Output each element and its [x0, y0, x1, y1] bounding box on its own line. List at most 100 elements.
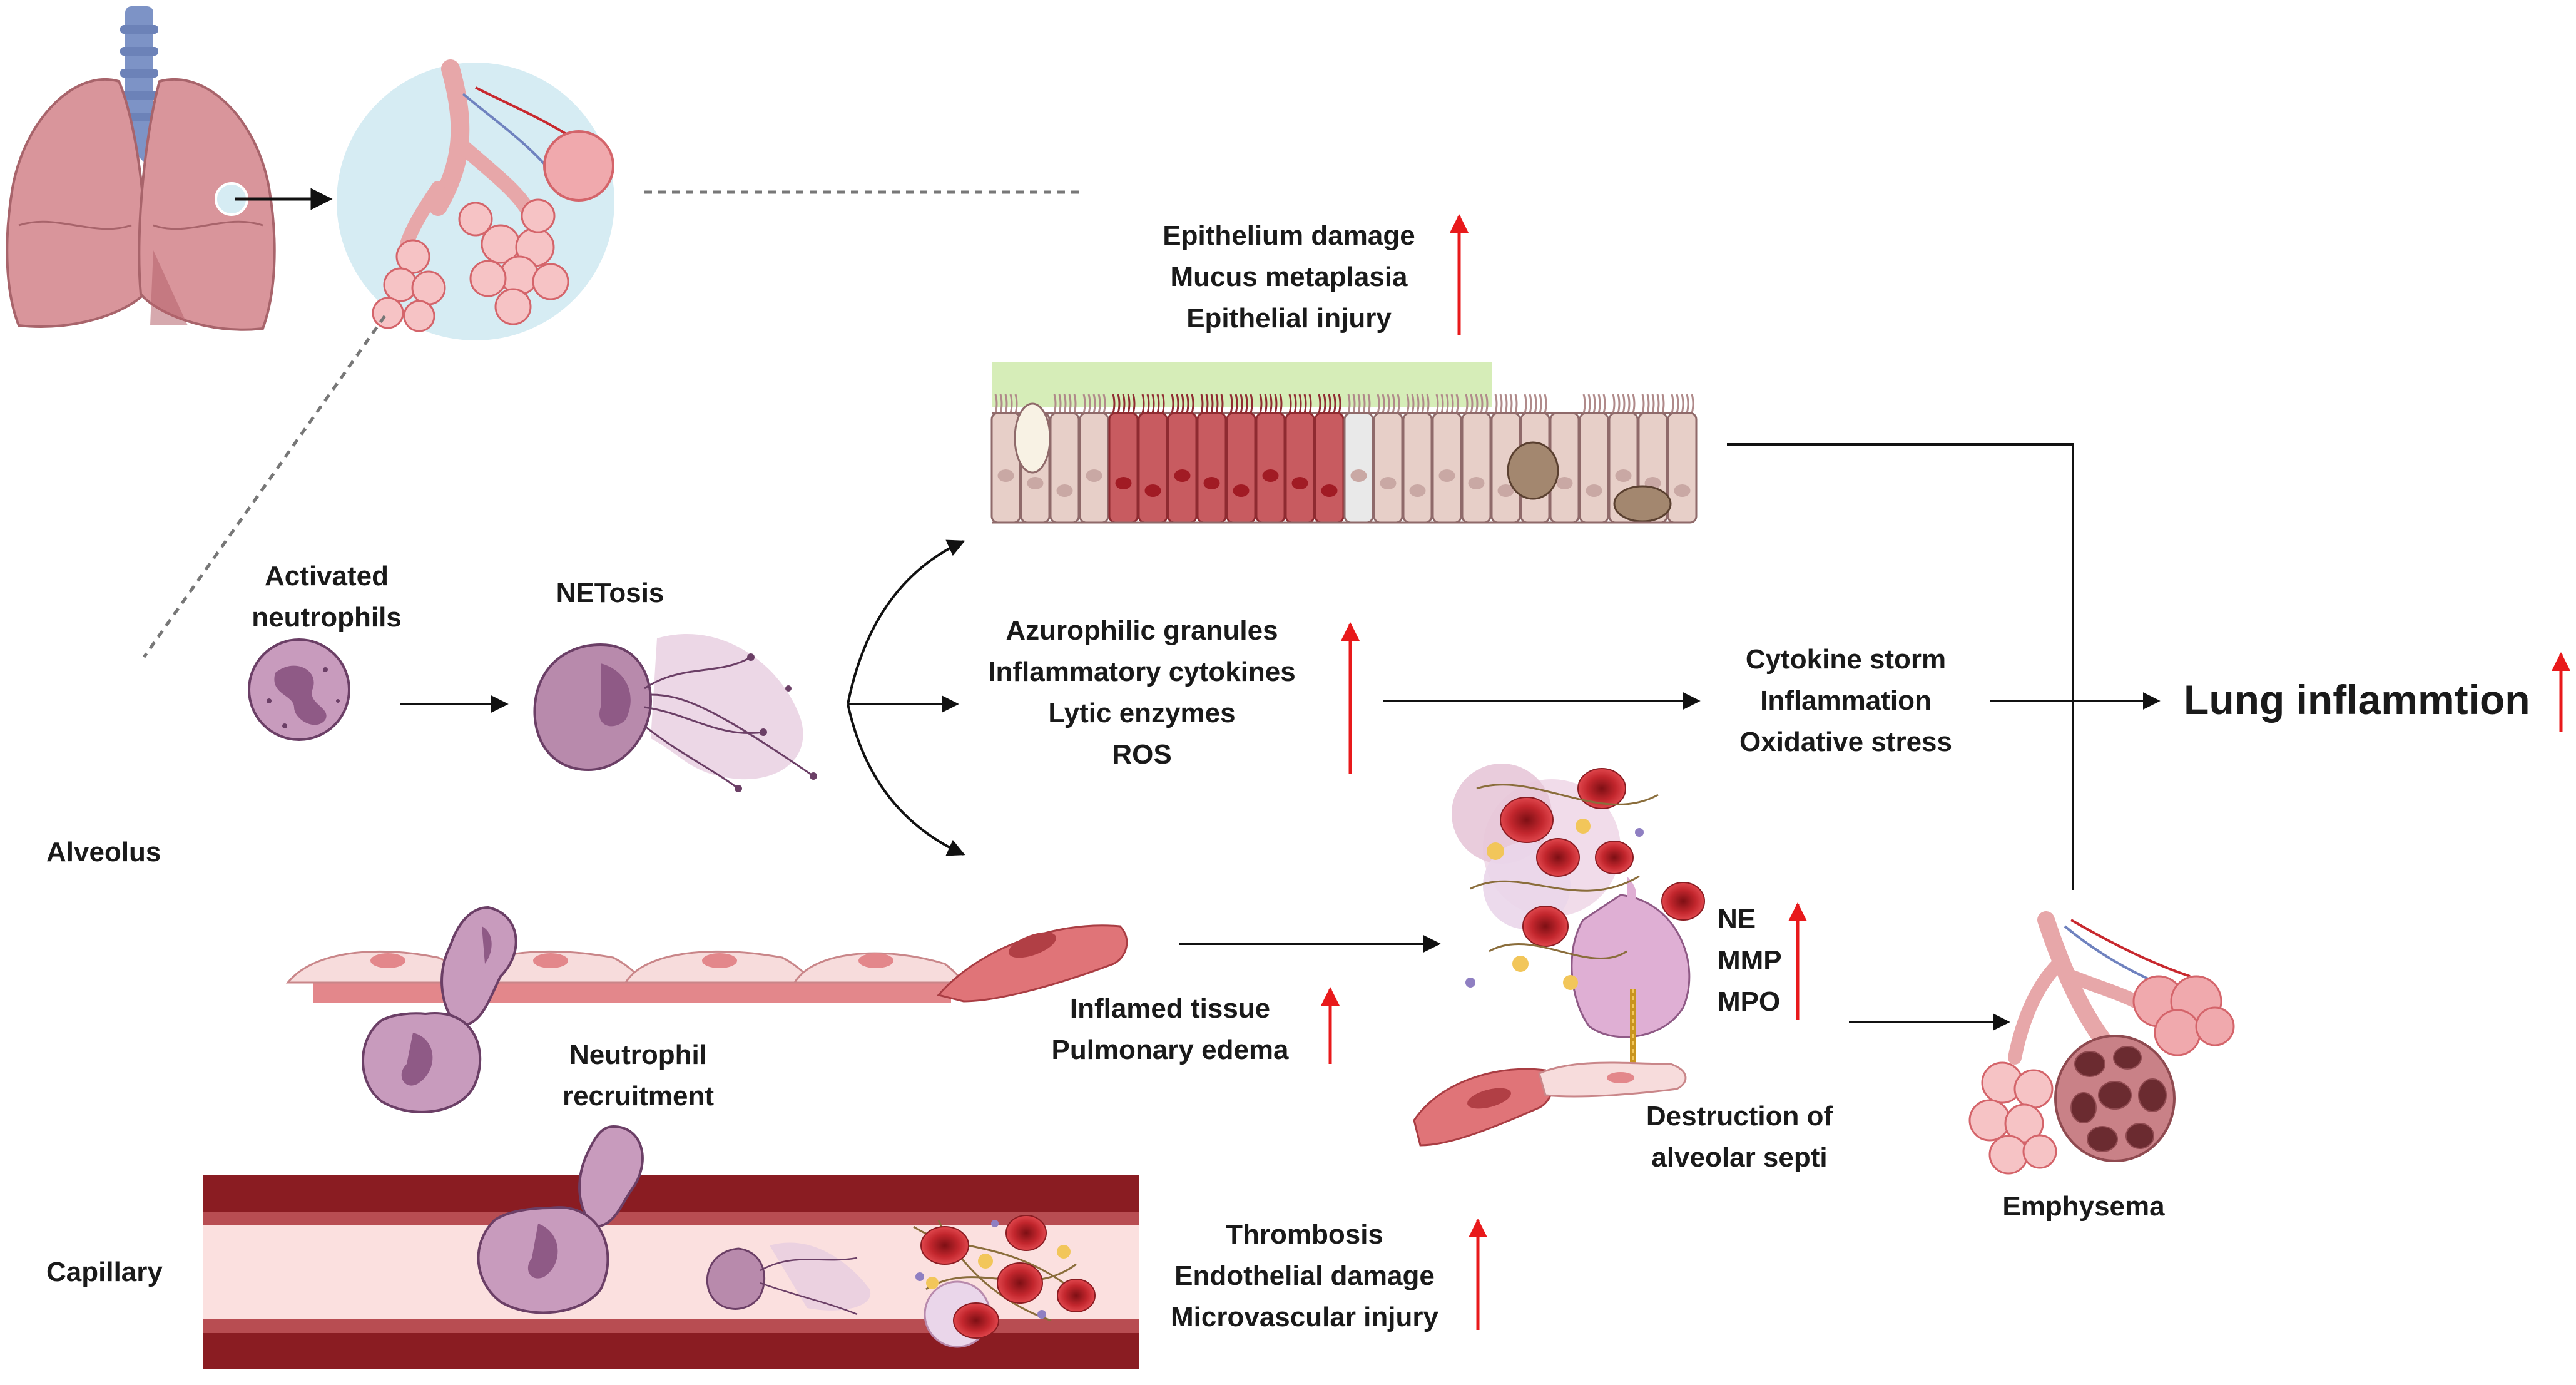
cilium [1259, 394, 1263, 414]
cilium [1333, 394, 1336, 414]
cilium [1426, 394, 1430, 414]
epithelial-cell [1255, 412, 1286, 524]
epithelial-cell [1079, 412, 1109, 524]
cilium [1132, 394, 1136, 414]
neutrophil-products-label: Azurophilic granules Inflammatory cytoki… [988, 615, 1296, 770]
cilium [1529, 394, 1532, 414]
cilium [1156, 394, 1160, 414]
cell-nucleus [1027, 477, 1044, 489]
cell-nucleus [1468, 477, 1485, 489]
epithelial-cell [1049, 412, 1080, 524]
cilium [1161, 394, 1165, 414]
endothelium-icon [285, 906, 1128, 1113]
thrombosis-label: Thrombosis Endothelial damage Microvascu… [1171, 1219, 1438, 1332]
cilium [1210, 394, 1214, 414]
emphysema-label: Emphysema [2002, 1191, 2165, 1222]
cilium [1014, 394, 1018, 414]
cilium [1641, 394, 1645, 414]
cilium [1229, 394, 1233, 414]
cilium [1587, 394, 1591, 414]
cilium [1171, 394, 1174, 414]
cilium [1494, 394, 1498, 414]
cilium [1602, 394, 1606, 414]
cilium [1387, 394, 1390, 414]
cilium [1646, 394, 1650, 414]
cilium [1656, 394, 1660, 414]
cilium [1293, 394, 1297, 414]
cell-nucleus [1497, 484, 1514, 497]
cilium [1191, 394, 1194, 414]
clot-icon [1413, 764, 1705, 1147]
capillary-label: Capillary [46, 1257, 163, 1287]
cilium [1392, 394, 1395, 414]
cell-nucleus [1586, 484, 1602, 497]
cell-nucleus [1350, 469, 1367, 482]
cilium [1504, 394, 1508, 414]
cilium [1151, 394, 1155, 414]
cilium [1112, 394, 1116, 414]
cilium [1455, 394, 1459, 414]
cilium [1087, 394, 1091, 414]
cilium [1318, 394, 1321, 414]
cilium [1181, 394, 1184, 414]
cilium [1671, 394, 1674, 414]
epithelial-cell [1667, 412, 1698, 524]
up-arrow-icon [1321, 214, 2570, 1330]
cell-nucleus [1674, 484, 1691, 497]
cilium [1073, 394, 1077, 414]
cilium [1597, 394, 1601, 414]
cilium [1235, 394, 1238, 414]
alveolus-label: Alveolus [46, 837, 161, 867]
cilium [1499, 394, 1503, 414]
cilium [1397, 394, 1400, 414]
cilium [1480, 394, 1484, 414]
cilium [1445, 394, 1449, 414]
cilium [1681, 394, 1684, 414]
neutrophil-recruitment-label: Neutrophil recruitment [562, 1040, 715, 1112]
cilium [1691, 394, 1694, 414]
activated-neutrophils-label: Activated neutrophils [252, 561, 402, 633]
cilium [1514, 394, 1518, 414]
epithelial-cell [1285, 412, 1315, 524]
inflamed-tissue-label: Inflamed tissue Pulmonary edema [1051, 993, 1289, 1065]
cilium [1661, 394, 1665, 414]
cilium [1651, 394, 1655, 414]
epithelial-cell [1138, 412, 1168, 524]
cilium [1367, 394, 1371, 414]
cilium [1362, 394, 1366, 414]
cell-nucleus [997, 469, 1014, 482]
cilium [1465, 394, 1469, 414]
cell-nucleus [1174, 469, 1191, 482]
cell-nucleus [1438, 469, 1455, 482]
cell-nucleus [1115, 477, 1132, 489]
cilium [1485, 394, 1489, 414]
cilium [1323, 394, 1326, 414]
cilium [1215, 394, 1219, 414]
net-icon [533, 633, 817, 792]
cell-nucleus [1144, 484, 1161, 497]
cilium [1676, 394, 1679, 414]
alveoli-zoom-icon [337, 59, 614, 340]
cell-nucleus [1409, 484, 1426, 497]
cilium [1382, 394, 1385, 414]
epithelial-cell [1108, 412, 1139, 524]
emphysema-icon [1968, 911, 2235, 1175]
cilium [1450, 394, 1454, 414]
cilium [1097, 394, 1101, 414]
cilium [1092, 394, 1096, 414]
cilium [1176, 394, 1179, 414]
cytokine-storm-label: Cytokine storm Inflammation Oxidative st… [1739, 644, 1952, 757]
cilium [1617, 394, 1621, 414]
enzymes-label: NE MMP MPO [1718, 904, 1782, 1017]
lungs-icon [6, 6, 276, 331]
cilium [1220, 394, 1224, 414]
destruction-label: Destruction of alveolar septi [1646, 1101, 1833, 1173]
cilium [1146, 394, 1150, 414]
epithelial-cell [1226, 412, 1256, 524]
cilium [1592, 394, 1596, 414]
epithelium-effects-label: Epithelium damage Mucus metaplasia Epith… [1163, 220, 1415, 334]
cilium [1509, 394, 1513, 414]
cell-nucleus [1262, 469, 1279, 482]
cilium [1421, 394, 1425, 414]
cell-nucleus [1556, 477, 1573, 489]
